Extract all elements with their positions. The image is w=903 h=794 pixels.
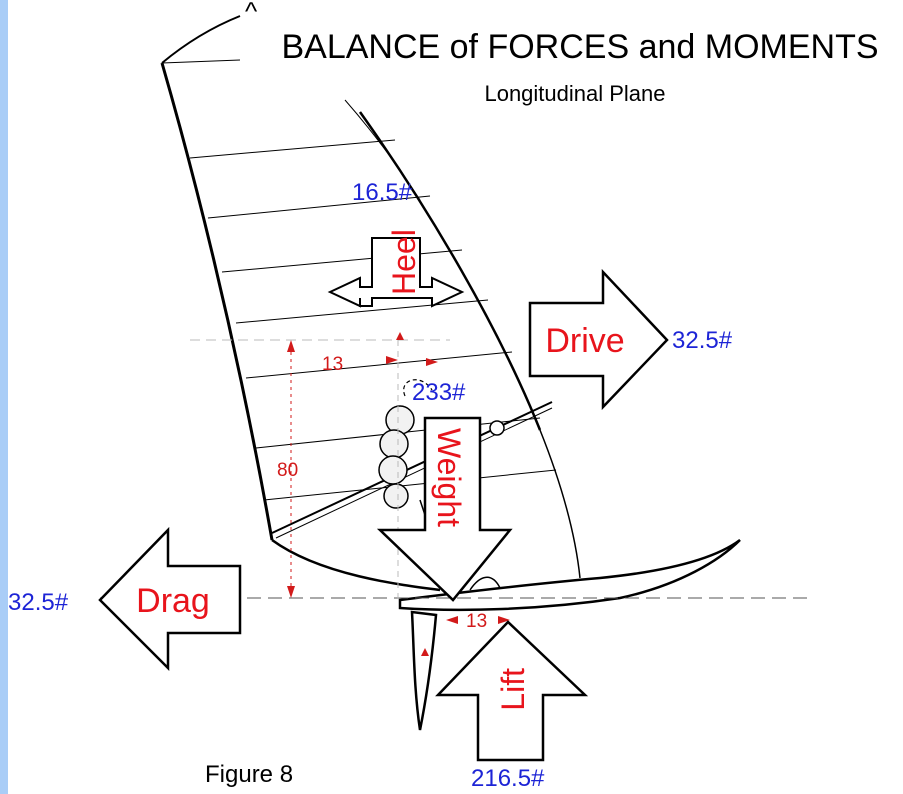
mast xyxy=(160,62,274,541)
lift-label: Lift xyxy=(495,668,531,711)
cg-circle xyxy=(403,379,433,397)
left-edge-bar xyxy=(0,0,8,794)
lift-arrow xyxy=(435,620,589,762)
sail-leech xyxy=(358,111,542,431)
diagram-title: BALANCE of FORCES and MOMENTS xyxy=(281,28,878,66)
dimension-upper-horizontal: 13 xyxy=(322,354,343,375)
boom xyxy=(271,401,553,534)
weight-arrow xyxy=(376,416,513,602)
drive-arrow xyxy=(528,268,669,411)
heel-value: 16.5# xyxy=(352,179,413,206)
lift-value: 216.5# xyxy=(471,765,545,792)
dimension-marks xyxy=(287,332,510,656)
fin xyxy=(410,610,438,731)
boom-lower xyxy=(275,407,553,539)
sail-foot xyxy=(271,538,441,592)
sailor xyxy=(378,405,505,591)
drive-value: 32.5# xyxy=(672,327,733,354)
drag-arrow xyxy=(98,526,242,672)
figure-caption: Figure 8 xyxy=(205,761,293,788)
title-caret: ^ xyxy=(245,0,258,26)
board xyxy=(398,538,741,612)
dimension-lower-horizontal: 13 xyxy=(466,611,487,632)
drag-value: 32.5# xyxy=(8,589,69,616)
drive-label: Drive xyxy=(545,322,624,360)
diagram-subtitle: Longitudinal Plane xyxy=(484,81,665,106)
sail-head xyxy=(161,15,241,64)
sail-leech-lower xyxy=(539,429,581,579)
heel-arrow xyxy=(327,237,465,308)
weight-label: Weight xyxy=(431,428,467,527)
heel-label: Heel xyxy=(386,229,422,295)
sail-top-edge xyxy=(161,59,241,64)
drag-label: Drag xyxy=(136,582,210,620)
dimension-vertical: 80 xyxy=(277,460,298,481)
sail-leech-inner xyxy=(344,99,421,201)
weight-value: 233# xyxy=(412,379,466,406)
